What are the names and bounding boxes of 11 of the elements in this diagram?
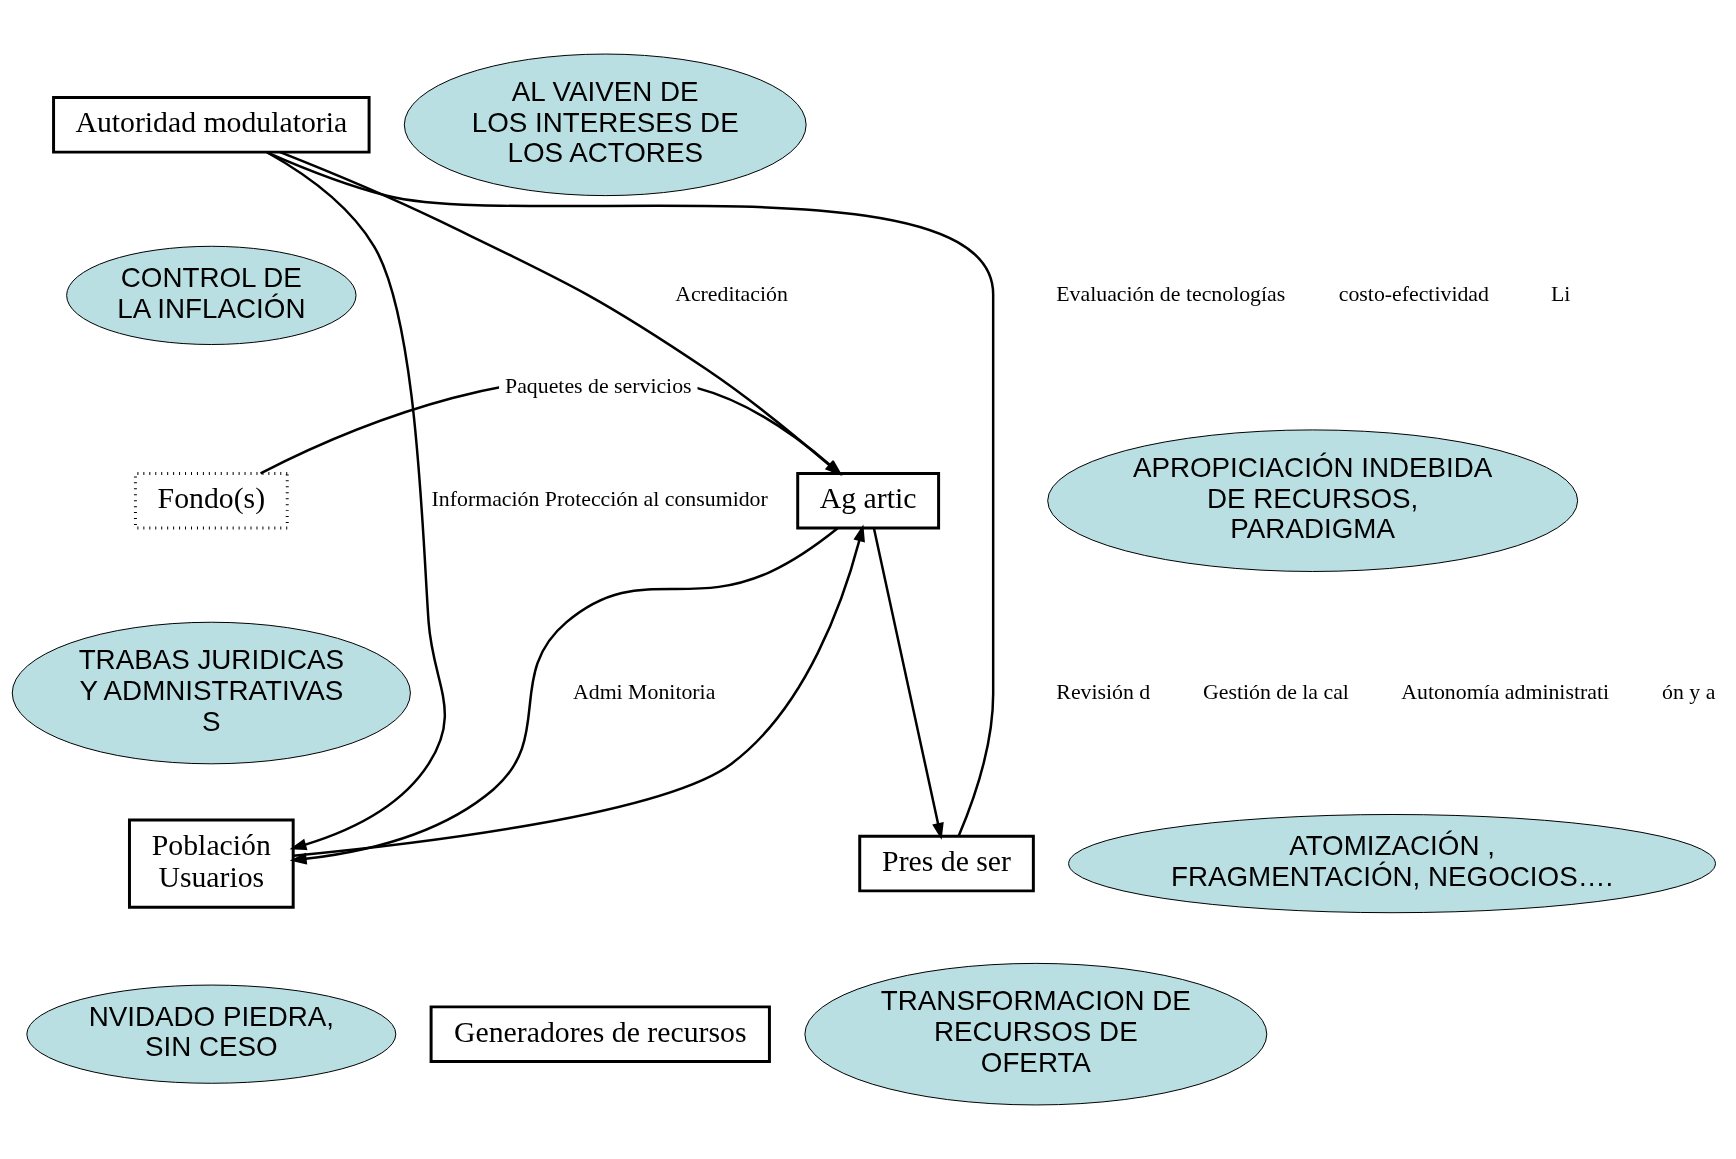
label: Li <box>1551 281 1571 306</box>
edge-label: Admi Monitoria <box>572 679 716 704</box>
label: ón y a <box>1662 679 1716 704</box>
label: costo-efectividad <box>1338 281 1489 306</box>
label: Revisión d <box>1056 679 1151 704</box>
edge-label: Información Protección al consumidor <box>431 487 768 512</box>
label: Evaluación de tecnologías <box>1056 281 1286 306</box>
label: Gestión de la cal <box>1202 679 1349 704</box>
edge-label: Acreditación <box>675 281 788 306</box>
edge-label: Paquetes de servicios <box>505 373 692 398</box>
label: Autonomía administrati <box>1401 679 1610 704</box>
